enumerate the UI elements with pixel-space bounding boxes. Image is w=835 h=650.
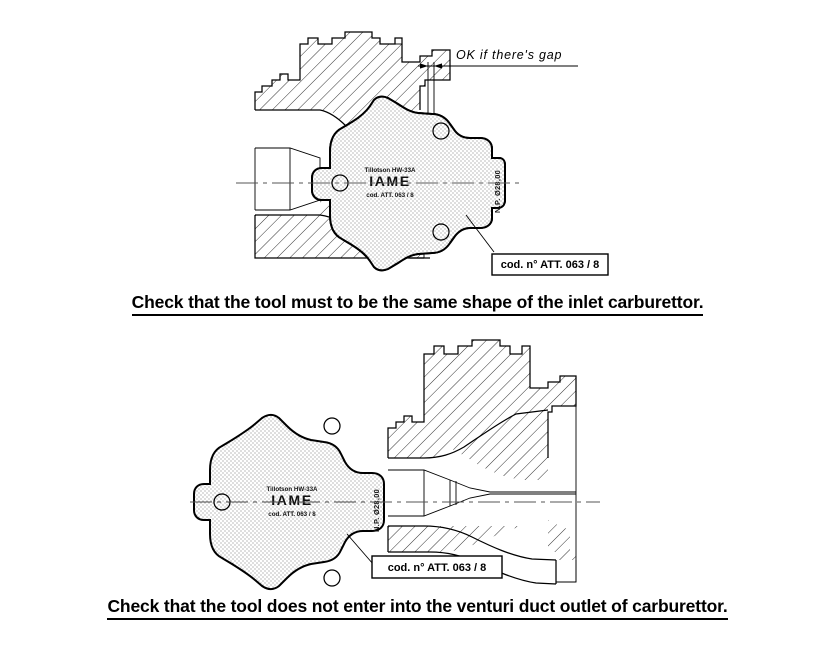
bore-size-label: N.P. Ø28,00 — [372, 489, 381, 532]
tool-code-callout-text: cod. n° ATT. 063 / 8 — [388, 562, 487, 574]
tool-hole-upper — [323, 417, 341, 435]
tool-marking-line2: IAME — [369, 173, 410, 189]
tool-code-callout: cod. n° ATT. 063 / 8 — [346, 533, 503, 579]
bore-size-label: N.P. Ø28,00 — [493, 170, 502, 213]
caption-inlet-check: Check that the tool must to be the same … — [0, 292, 835, 316]
tool-code-callout-box — [371, 555, 503, 579]
tool-marking-line1: Tillotson HW-33A — [365, 167, 417, 174]
tool-hole-lower — [323, 569, 341, 587]
caption-venturi-outlet-check: Check that the tool does not enter into … — [0, 596, 835, 620]
caption-inlet-check-text: Check that the tool must to be the same … — [131, 292, 704, 316]
tool-hole-upper — [432, 122, 450, 140]
tool-code-callout-box — [491, 253, 609, 276]
tool-code-callout: cod. n° ATT. 063 / 8 — [465, 214, 609, 276]
gap-note-text: OK if there's gap — [456, 48, 562, 62]
tool-marking-line2: IAME — [271, 492, 312, 508]
figure-venturi-outlet-check: Tillotson HW-33A IAME cod. ATT. 063 / 8 … — [0, 330, 835, 595]
tool-marking: Tillotson HW-33A IAME cod. ATT. 063 / 8 — [267, 486, 319, 518]
tool-hole-lower — [432, 223, 450, 241]
tool-marking-line3: cod. ATT. 063 / 8 — [366, 192, 414, 199]
bore-size-text: N.P. Ø28,00 — [493, 170, 502, 213]
caption-venturi-outlet-check-text: Check that the tool does not enter into … — [107, 596, 728, 620]
tool-marking-line3: cod. ATT. 063 / 8 — [268, 511, 316, 518]
tool-marking: Tillotson HW-33A IAME cod. ATT. 063 / 8 — [365, 167, 417, 199]
gauge-tool-plate — [311, 95, 506, 272]
tool-marking-line1: Tillotson HW-33A — [267, 486, 319, 493]
bore-size-text: N.P. Ø28,00 — [372, 489, 381, 532]
gap-annotation: OK if there's gap — [418, 48, 578, 114]
tool-code-callout-text: cod. n° ATT. 063 / 8 — [501, 259, 600, 271]
figure-inlet-check: Tillotson HW-33A IAME cod. ATT. 063 / 8 … — [0, 0, 835, 285]
